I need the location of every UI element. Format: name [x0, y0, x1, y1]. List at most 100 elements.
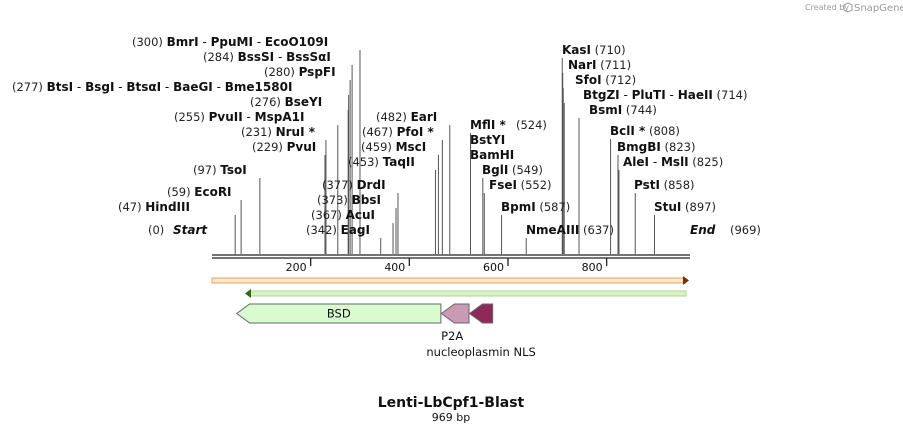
reverse-strand-arrow-icon	[245, 289, 251, 298]
svg-text:BglI (549): BglI (549)	[482, 163, 543, 177]
sequence-axis	[212, 254, 690, 259]
svg-text:(231) NruI *: (231) NruI *	[241, 125, 316, 139]
svg-text:(276) BseYI: (276) BseYI	[250, 95, 322, 109]
site-label-bsssi[interactable]: (284) BssSI - BssSαI	[203, 50, 331, 64]
svg-text:BamHI: BamHI	[470, 148, 514, 162]
site-label-hindiii[interactable]: (47) HindIII	[118, 200, 190, 214]
site-label-pspfi[interactable]: (280) PspFI	[264, 65, 336, 79]
svg-text:(0): (0)	[148, 223, 164, 237]
credit-brand: SnapGene	[854, 3, 903, 14]
svg-text:(284) BssSI - BssSαI: (284) BssSI - BssSαI	[203, 50, 331, 64]
site-label-eagi[interactable]: (342) EagI	[306, 223, 370, 237]
site-label-sfoi[interactable]: SfoI (712)	[575, 73, 636, 87]
site-label-kasi[interactable]: KasI (710)	[562, 43, 626, 57]
svg-text:(59) EcoRI: (59) EcoRI	[167, 185, 232, 199]
axis-tick-label: 800	[582, 261, 603, 274]
svg-text:(97) TsoI: (97) TsoI	[193, 163, 247, 177]
site-label-eari[interactable]: (482) EarI	[376, 110, 437, 124]
svg-text:End: End	[690, 223, 716, 237]
svg-text:(482) EarI: (482) EarI	[376, 110, 437, 124]
svg-text:BclI * (808): BclI * (808)	[610, 124, 680, 138]
svg-text:(367) AcuI: (367) AcuI	[311, 208, 375, 222]
svg-text:StuI (897): StuI (897)	[654, 200, 716, 214]
site-label-bgli[interactable]: BglI (549)	[482, 163, 543, 177]
svg-text:(229) PvuI: (229) PvuI	[252, 140, 316, 154]
features: BSD P2A nucleoplasmin NLS	[235, 303, 536, 359]
map-title: Lenti-LbCpf1-Blast	[378, 395, 525, 411]
svg-text:SfoI (712): SfoI (712)	[575, 73, 636, 87]
svg-text:PstI (858): PstI (858)	[634, 178, 695, 192]
site-label-ecori[interactable]: (59) EcoRI	[167, 185, 232, 199]
reverse-strand-bar	[249, 290, 687, 297]
site-label-bcli-[interactable]: BclI * (808)	[610, 124, 680, 138]
svg-text:BsmI (744): BsmI (744)	[589, 103, 657, 117]
svg-text:(280) PspFI: (280) PspFI	[264, 65, 336, 79]
site-label-nmeaiii[interactable]: NmeAIII (637)	[526, 223, 614, 237]
feature-arrow-nucleoplasmin-nls[interactable]	[468, 303, 494, 324]
site-label-bseyi[interactable]: (276) BseYI	[250, 95, 322, 109]
site-label-bbsi[interactable]: (373) BbsI	[317, 193, 381, 207]
site-label-msci[interactable]: (459) MscI	[361, 140, 426, 154]
svg-text:(47) HindIII: (47) HindIII	[118, 200, 190, 214]
site-label-nrui-[interactable]: (231) NruI *	[241, 125, 316, 139]
site-label-bmgbi[interactable]: BmgBI (823)	[617, 140, 695, 154]
site-label-fsei[interactable]: FseI (552)	[489, 178, 552, 192]
svg-text:BstYI: BstYI	[470, 133, 505, 147]
svg-text:KasI (710): KasI (710)	[562, 43, 626, 57]
site-label-psti[interactable]: PstI (858)	[634, 178, 695, 192]
restriction-sites: (0) Start (47) HindIII(59) EcoRI (97) TsoI (…	[12, 35, 761, 254]
site-label-drdi[interactable]: (377) DrdI	[322, 178, 386, 192]
site-label-btsi[interactable]: (277) BtsI - BsgI - BtsαI - BaeGI - Bme1…	[12, 80, 292, 94]
site-label-pvui[interactable]: (229) PvuI	[252, 140, 316, 154]
site-label-pfoi-[interactable]: (467) PfoI *	[362, 125, 434, 139]
site-label-bsmi[interactable]: BsmI (744)	[589, 103, 657, 117]
svg-text:(459) MscI: (459) MscI	[361, 140, 426, 154]
svg-text:BmgBI (823): BmgBI (823)	[617, 140, 695, 154]
svg-text:(255) PvuII - MspA1I: (255) PvuII - MspA1I	[174, 110, 304, 124]
feature-label-nucleoplasmin-nls: nucleoplasmin NLS	[426, 345, 535, 359]
svg-text:MflI *: MflI *	[470, 118, 506, 132]
svg-text:(373) BbsI: (373) BbsI	[317, 193, 381, 207]
site-label-acui[interactable]: (367) AcuI	[311, 208, 375, 222]
feature-arrow-p2a[interactable]	[440, 303, 470, 324]
site-label-nari[interactable]: NarI (711)	[568, 58, 631, 72]
site-label-bmri[interactable]: (300) BmrI - PpuMI - EcoO109I	[132, 35, 328, 49]
feature-label-bsd: BSD	[327, 307, 351, 321]
site-label-pvuii[interactable]: (255) PvuII - MspA1I	[174, 110, 304, 124]
svg-text:(467) PfoI *: (467) PfoI *	[362, 125, 434, 139]
forward-strand-arrow-icon	[683, 276, 689, 285]
axis-tick-label: 600	[483, 261, 504, 274]
svg-text:(524): (524)	[516, 118, 547, 132]
site-label-alei[interactable]: AleI - MslI (825)	[623, 155, 723, 169]
credit-text: Created by	[805, 3, 849, 12]
site-label-taqii[interactable]: (453) TaqII	[348, 155, 415, 169]
site-label-btgzi[interactable]: BtgZI - PluTI - HaeII (714)	[583, 88, 748, 102]
site-label-tsoi[interactable]: (97) TsoI	[193, 163, 247, 177]
svg-text:NmeAIII (637): NmeAIII (637)	[526, 223, 614, 237]
feature-label-p2a: P2A	[441, 329, 463, 343]
site-label-start[interactable]: (0) Start	[148, 223, 208, 237]
svg-text:(300) BmrI - PpuMI - EcoO: (300) BmrI - PpuMI - EcoO109I	[132, 35, 328, 49]
strand-arrows	[211, 276, 689, 298]
site-label-bpmi[interactable]: BpmI (587)	[501, 200, 570, 214]
svg-text:(377) DrdI: (377) DrdI	[322, 178, 386, 192]
map-length: 969 bp	[432, 411, 470, 424]
site-label-stui[interactable]: StuI (897)	[654, 200, 716, 214]
svg-text:BpmI (587): BpmI (587)	[501, 200, 570, 214]
svg-text:(342) EagI: (342) EagI	[306, 223, 370, 237]
svg-text:FseI (552): FseI (552)	[489, 178, 552, 192]
axis-ticks: 200 400 600 800	[286, 258, 608, 274]
svg-text:(277) BtsI - BsgI - BtsαI: (277) BtsI - BsgI - BtsαI - BaeGI - Bme1…	[12, 80, 292, 94]
axis-tick-label: 200	[286, 261, 307, 274]
axis-tick-label: 400	[384, 261, 405, 274]
forward-strand-bar	[211, 277, 685, 284]
svg-text:Start: Start	[173, 223, 208, 237]
svg-text:(453) TaqII: (453) TaqII	[348, 155, 415, 169]
svg-text:(969): (969)	[730, 223, 761, 237]
site-label-end[interactable]: End (969)	[690, 223, 761, 237]
svg-text:AleI - MslI (825): AleI - MslI (825)	[623, 155, 723, 169]
svg-text:NarI (711): NarI (711)	[568, 58, 631, 72]
snapgene-logo-icon	[843, 2, 853, 13]
